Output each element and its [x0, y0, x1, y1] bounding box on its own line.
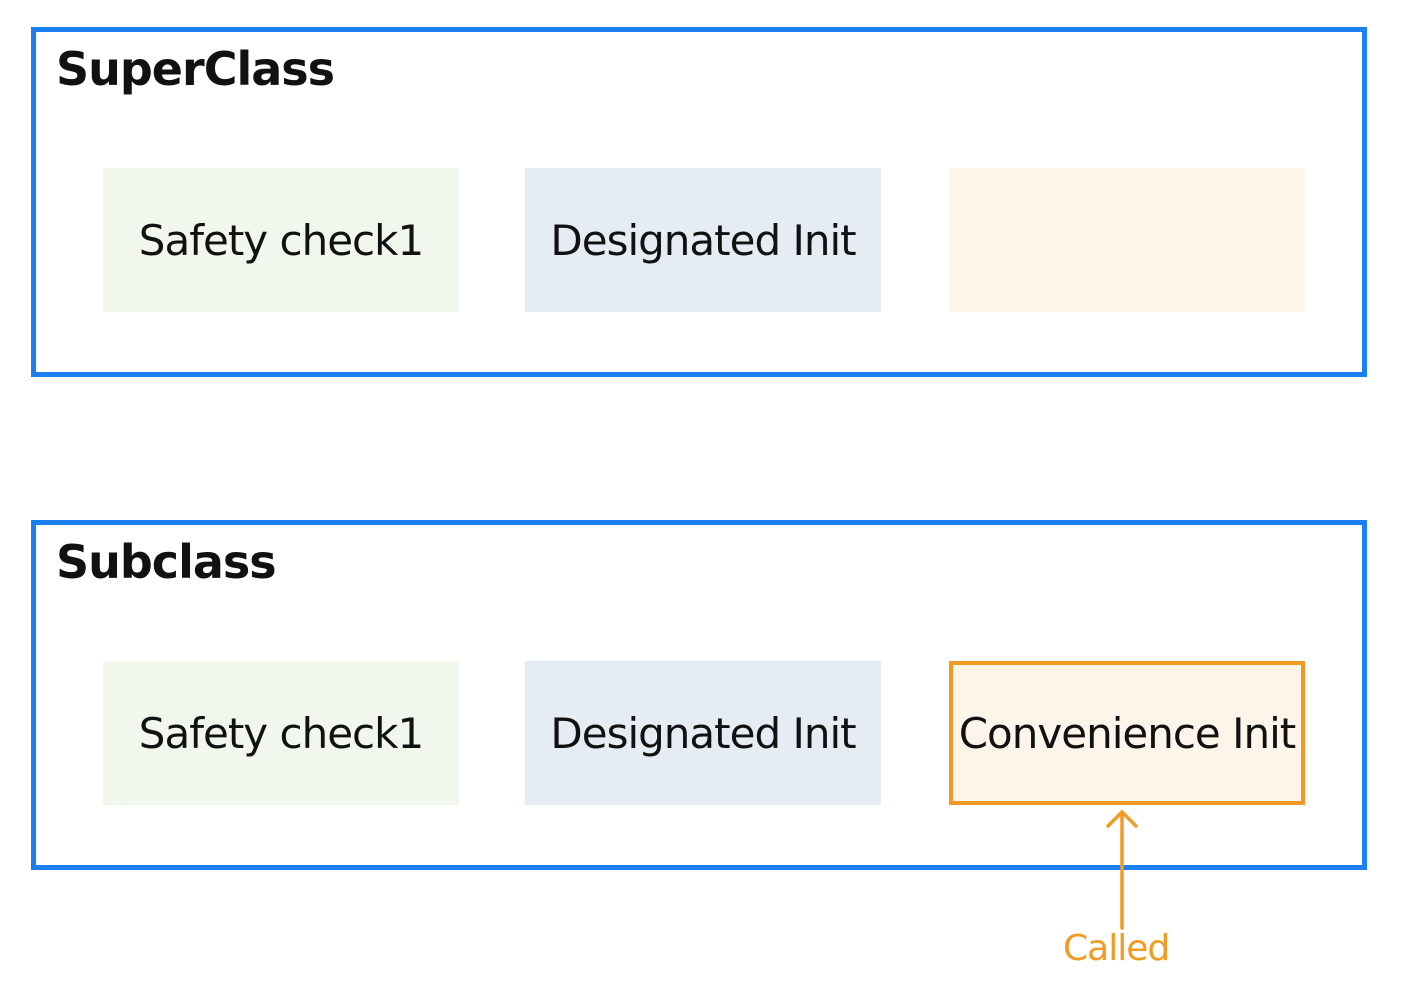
subclass-designated-init-label: Designated Init	[550, 708, 856, 758]
superclass-title: SuperClass	[56, 42, 335, 96]
subclass-convenience-init-label: Convenience Init	[958, 708, 1297, 758]
arrow-head	[1106, 810, 1138, 828]
arrow-up-icon	[1106, 810, 1138, 930]
called-annotation-label: Called	[1063, 928, 1170, 969]
subclass-designated-init-box: Designated Init	[525, 661, 881, 805]
superclass-box: SuperClass Safety check1 Designated Init	[31, 27, 1367, 377]
superclass-designated-init-label: Designated Init	[550, 215, 856, 265]
superclass-safety-check-box: Safety check1	[103, 168, 459, 312]
superclass-empty-convenience-box	[949, 168, 1305, 312]
subclass-box: Subclass Safety check1 Designated Init C…	[31, 520, 1367, 870]
superclass-designated-init-box: Designated Init	[525, 168, 881, 312]
subclass-convenience-init-box: Convenience Init	[949, 661, 1305, 805]
subclass-safety-check-box: Safety check1	[103, 661, 459, 805]
superclass-safety-check-label: Safety check1	[138, 215, 424, 265]
subclass-title: Subclass	[56, 535, 277, 589]
subclass-safety-check-label: Safety check1	[138, 708, 424, 758]
